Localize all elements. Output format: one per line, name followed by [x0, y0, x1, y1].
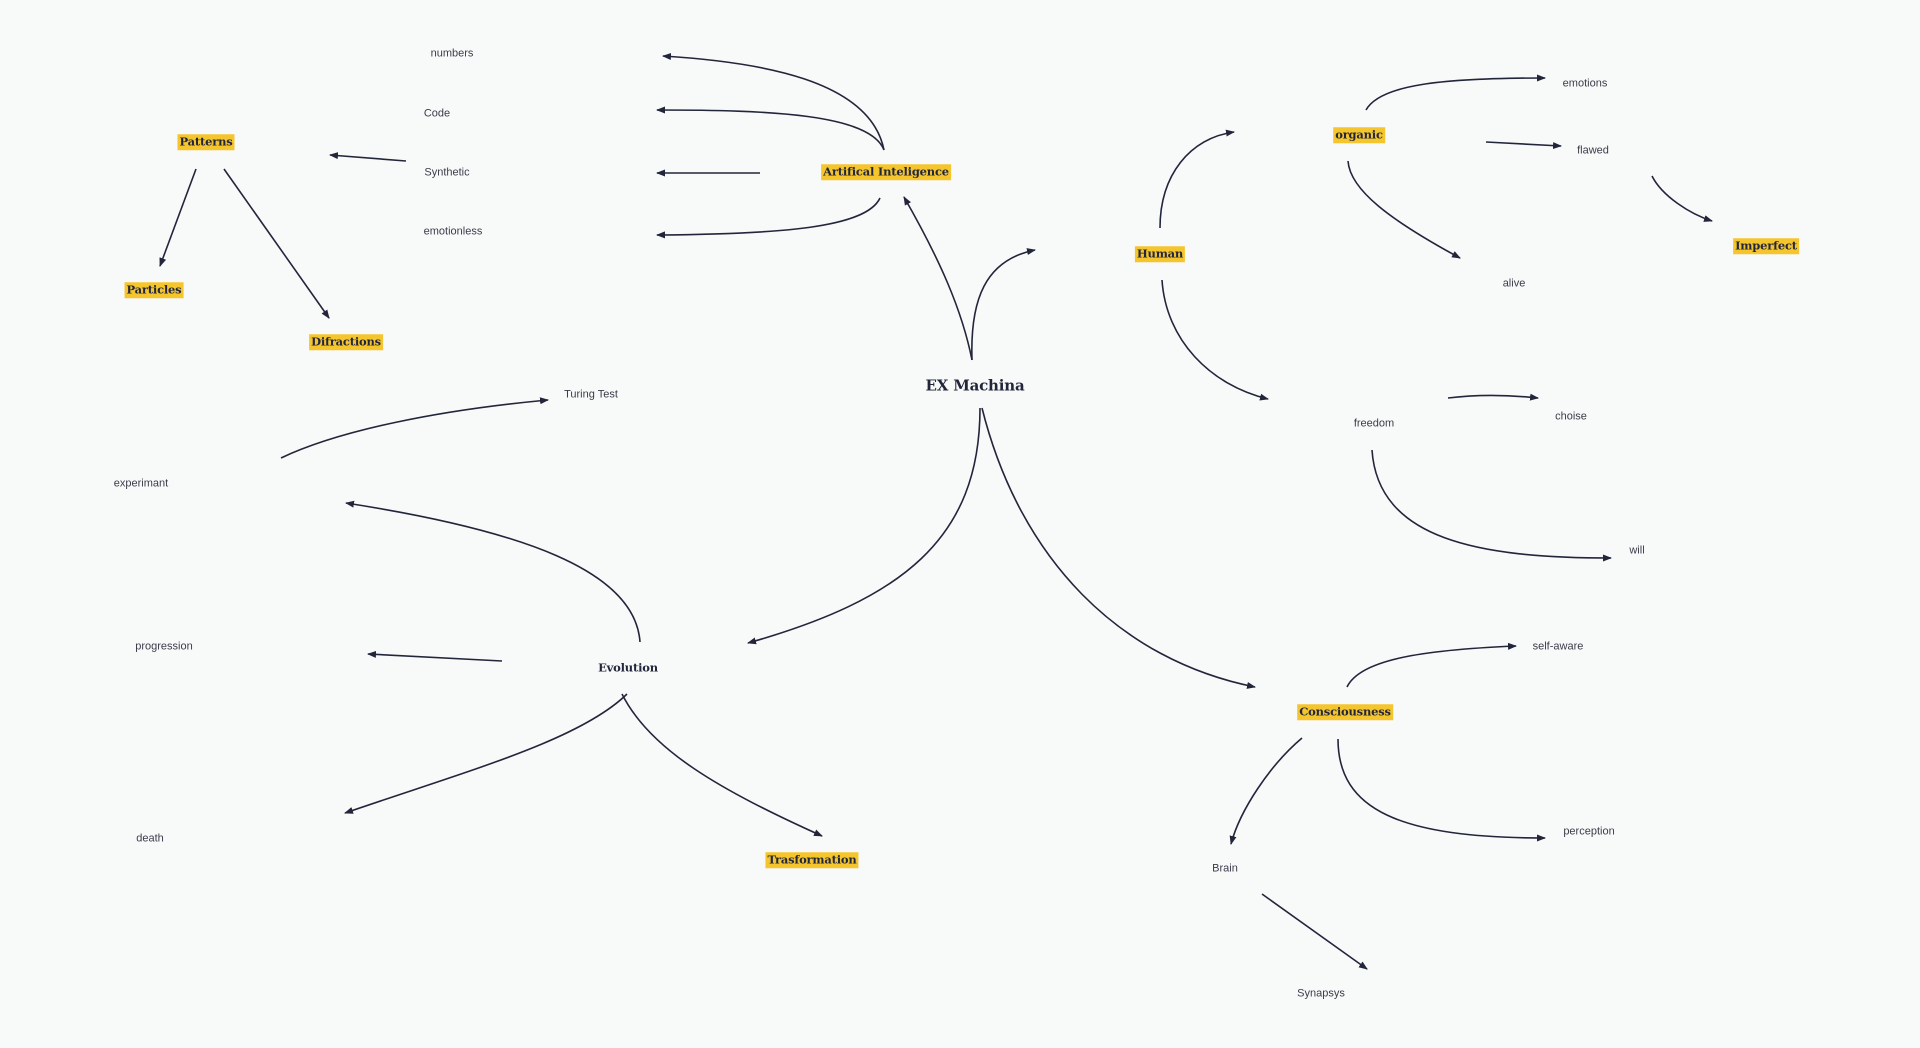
- connector-freedom-to-will[interactable]: [1371, 449, 1612, 562]
- subtopic-emotions[interactable]: emotions: [1562, 77, 1608, 90]
- subtopic-choise[interactable]: choise: [1555, 410, 1587, 423]
- connector-evolution-to-progression[interactable]: [367, 650, 503, 662]
- topic-difractions[interactable]: Difractions: [309, 334, 383, 350]
- subtopic-perception[interactable]: perception: [1563, 825, 1615, 838]
- connector-root-to-consciousness[interactable]: [981, 407, 1256, 689]
- subtopic-self-aware[interactable]: self-aware: [1532, 640, 1584, 653]
- connector-ai-to-numbers[interactable]: [662, 53, 885, 151]
- topic-artificial-intelligence[interactable]: Artifical Inteligence: [821, 164, 951, 180]
- subtopic-will[interactable]: will: [1629, 544, 1645, 557]
- connector-synthetic-to-patterns[interactable]: [329, 152, 407, 162]
- connector-root-to-evolution[interactable]: [747, 407, 981, 645]
- subtopic-freedom[interactable]: freedom: [1353, 417, 1395, 430]
- connector-human-to-freedom[interactable]: [1161, 279, 1269, 401]
- subtopic-experimant[interactable]: experimant: [113, 477, 169, 490]
- connector-evolution-to-trasformation[interactable]: [621, 693, 823, 837]
- topic-patterns[interactable]: Patterns: [177, 134, 235, 150]
- subtopic-turing-test[interactable]: Turing Test: [564, 388, 618, 401]
- topic-trasformation[interactable]: Trasformation: [765, 852, 859, 868]
- connector-ai-to-emotionless[interactable]: [656, 197, 881, 239]
- connector-brain-to-synapsys[interactable]: [1261, 893, 1368, 970]
- topic-human[interactable]: Human: [1134, 246, 1186, 262]
- connector-organic-to-flawed[interactable]: [1485, 141, 1562, 150]
- connector-flawed-to-imperfect[interactable]: [1651, 175, 1713, 222]
- subtopic-death[interactable]: death: [136, 832, 164, 845]
- connector-evolution-to-death[interactable]: [344, 693, 628, 814]
- subtopic-brain[interactable]: Brain: [1212, 862, 1238, 875]
- subtopic-progression[interactable]: progression: [135, 640, 193, 653]
- connector-root-to-ai[interactable]: [903, 196, 973, 361]
- connector-experimant-to-turing[interactable]: [280, 397, 549, 459]
- connector-evolution-to-experimant[interactable]: [345, 500, 641, 643]
- subtopic-code[interactable]: Code: [423, 107, 451, 120]
- topic-consciousness[interactable]: Consciousness: [1297, 704, 1393, 720]
- subtopic-synapsys[interactable]: Synapsys: [1297, 987, 1345, 1000]
- connector-human-to-organic[interactable]: [1159, 129, 1235, 229]
- connector-organic-to-alive[interactable]: [1347, 160, 1461, 259]
- connector-freedom-to-choise[interactable]: [1447, 393, 1539, 401]
- connector-consciousness-to-brain[interactable]: [1229, 737, 1303, 845]
- topic-evolution[interactable]: Evolution: [598, 660, 658, 675]
- connector-root-to-human[interactable]: [971, 248, 1036, 361]
- topic-particles[interactable]: Particles: [124, 282, 184, 298]
- topic-imperfect[interactable]: Imperfect: [1733, 238, 1799, 254]
- connector-patterns-to-particles[interactable]: [159, 168, 197, 267]
- subtopic-numbers[interactable]: numbers: [430, 47, 474, 60]
- topic-organic[interactable]: organic: [1333, 127, 1385, 143]
- subtopic-alive[interactable]: alive: [1502, 277, 1526, 290]
- connector-consciousness-to-selfaware[interactable]: [1346, 642, 1517, 688]
- central-topic[interactable]: EX Machina: [925, 376, 1025, 395]
- connector-ai-to-code[interactable]: [656, 106, 885, 151]
- connector-consciousness-to-perception[interactable]: [1337, 738, 1546, 842]
- subtopic-synthetic[interactable]: Synthetic: [424, 166, 470, 179]
- subtopic-emotionless[interactable]: emotionless: [423, 225, 483, 238]
- subtopic-flawed[interactable]: flawed: [1577, 144, 1609, 157]
- connector-patterns-to-difractions[interactable]: [223, 168, 330, 319]
- connector-organic-to-emotions[interactable]: [1365, 74, 1546, 111]
